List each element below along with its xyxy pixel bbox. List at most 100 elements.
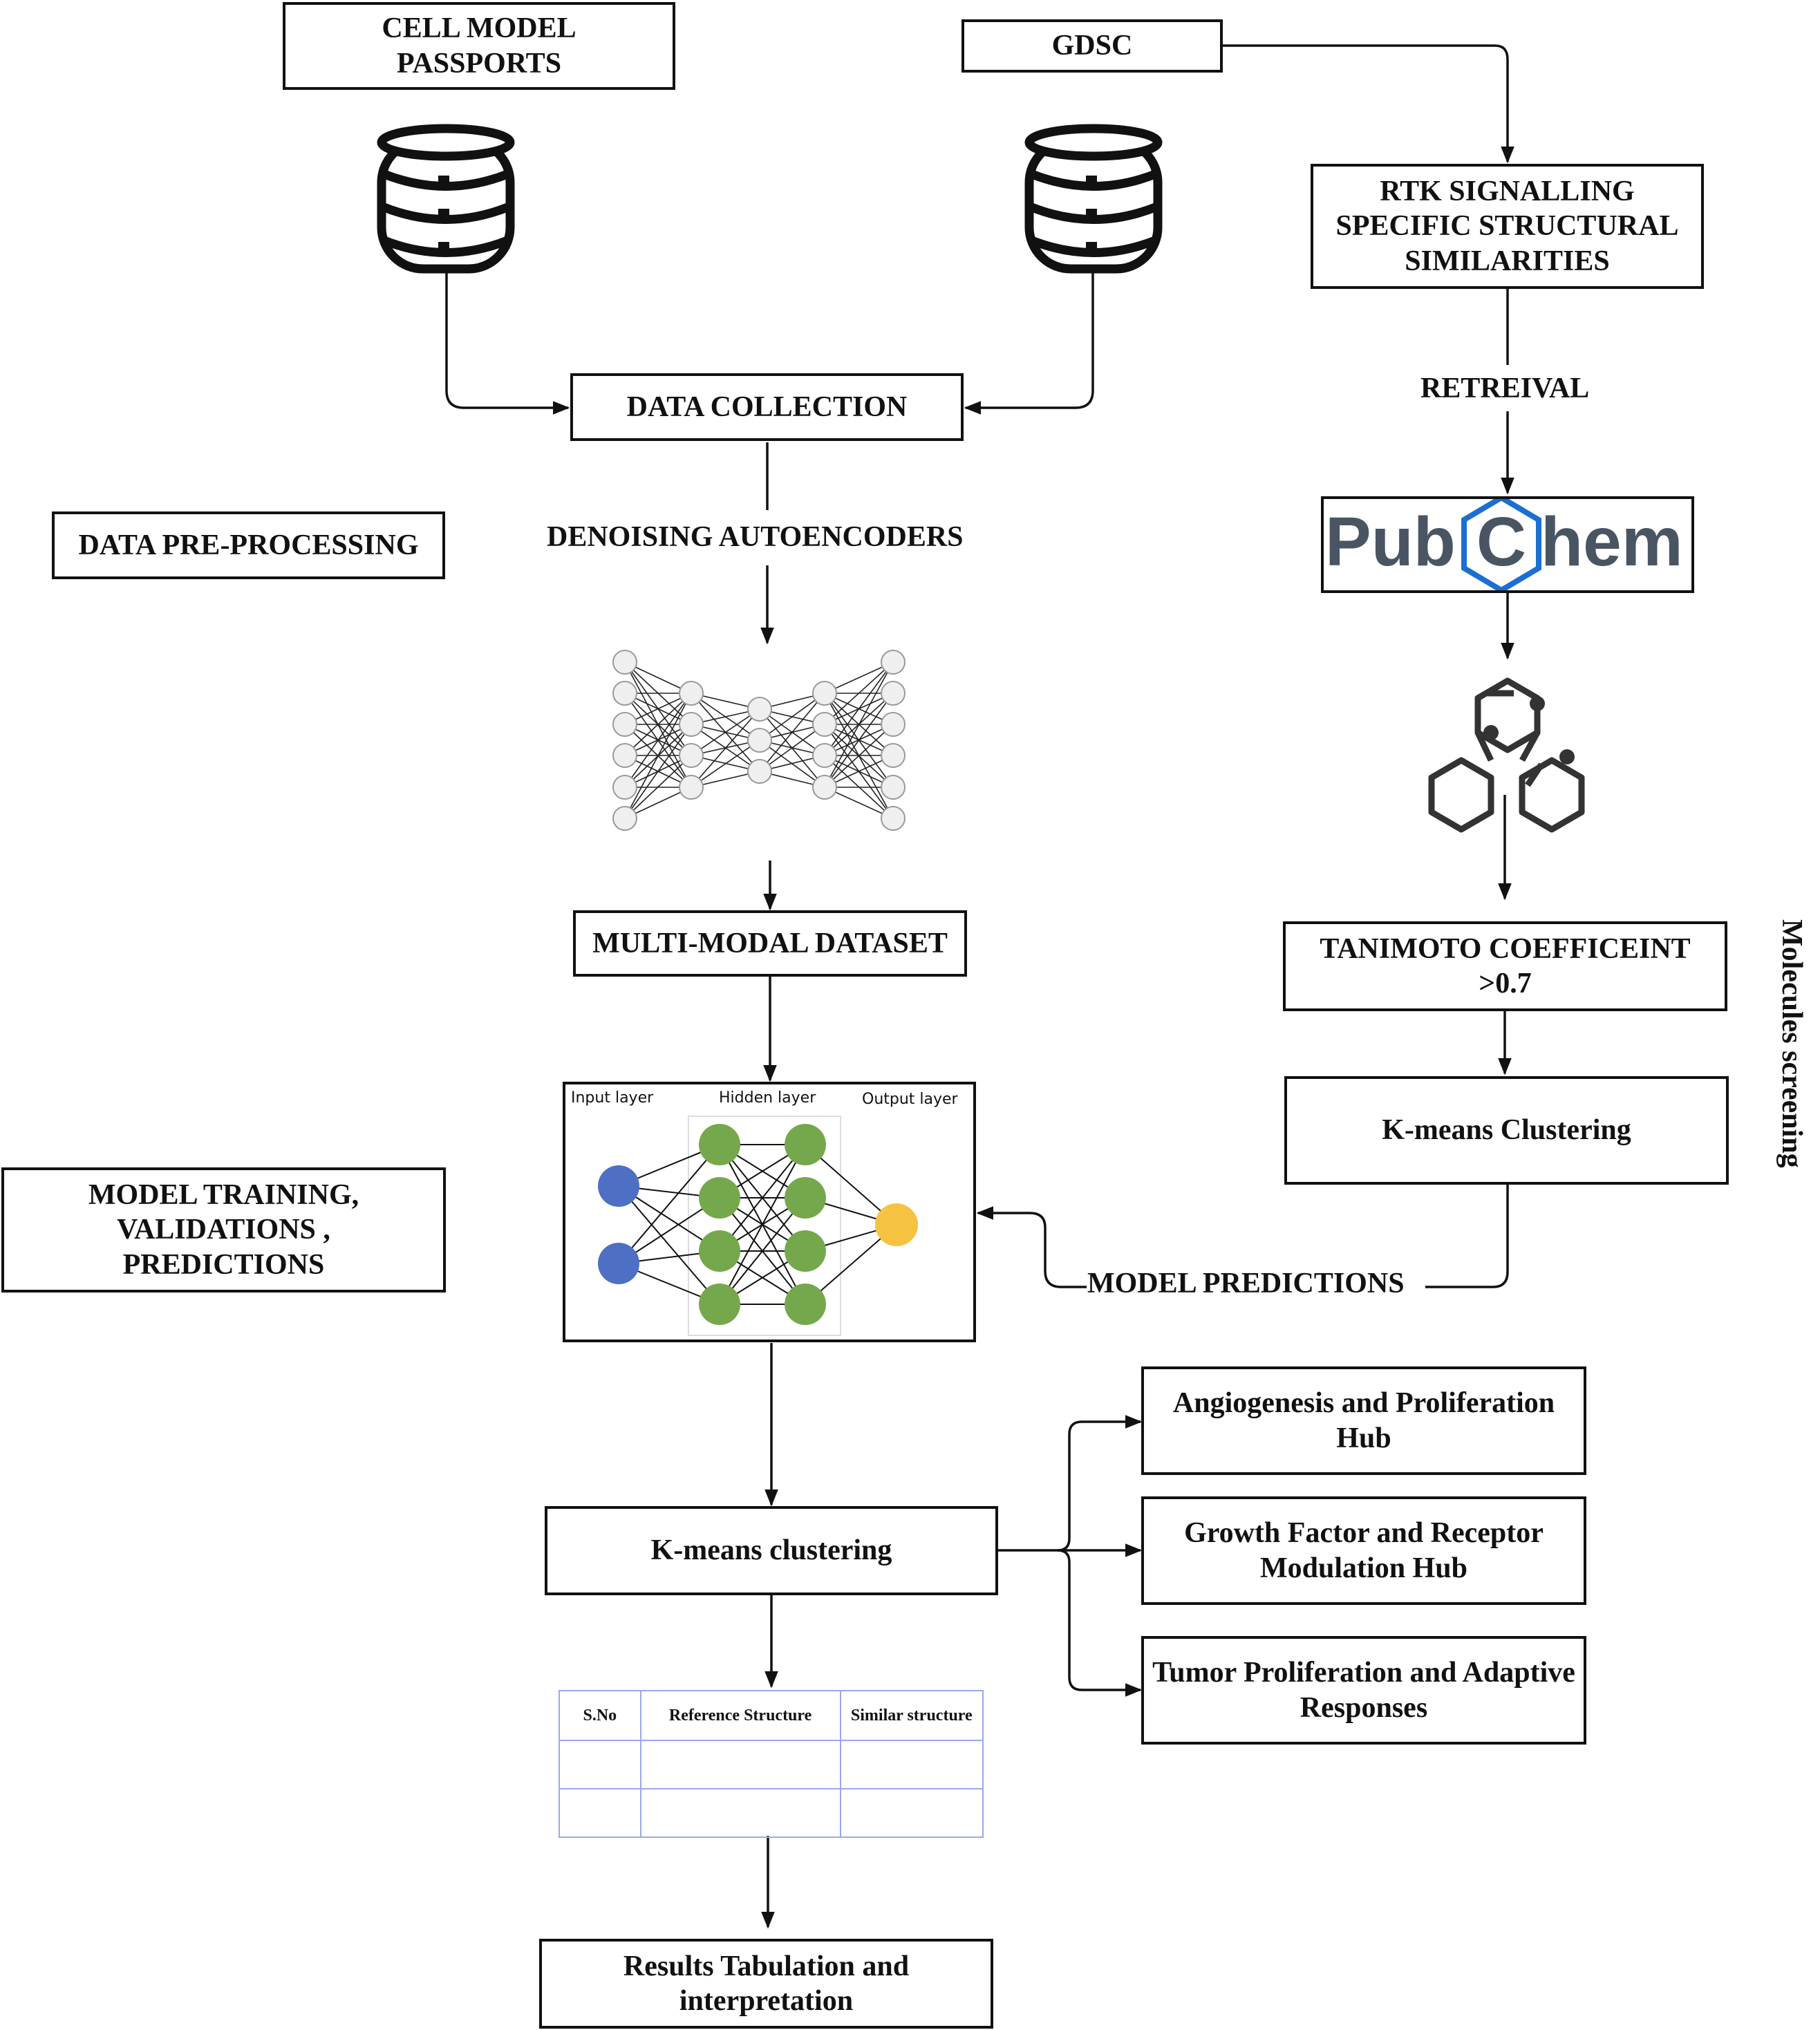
autoencoder-node [612,775,637,800]
connectors [445,44,1514,1929]
table-header-reference: Reference Structure [639,1690,841,1741]
autoencoder-node [612,806,637,831]
autoencoder-edge [691,708,760,756]
nn-hidden-node [785,1124,826,1165]
nn-hidden-node [785,1284,826,1325]
database-icon [1024,124,1163,274]
nn-input-node [598,1165,639,1207]
nn-output-node [875,1203,918,1246]
autoencoder-edge [824,661,894,694]
results-table: S.No Reference Structure Similar structu… [559,1690,984,1838]
autoencoder-node [881,712,906,737]
autoencoder-edge [824,693,894,788]
arrow-kmeans-to-nn [978,1185,1509,1288]
arrow-db2-to-collection [964,273,1094,415]
neural-network-nodes [598,1124,918,1325]
nn-input-node [598,1243,639,1284]
autoencoder-node [612,650,637,675]
autoencoder-node [747,697,772,722]
molecule-icon [1428,677,1585,833]
nn-hidden-node [785,1177,826,1219]
autoencoder-node [612,743,637,768]
pubchem-center-letter: C [1476,503,1526,581]
autoencoder-edge [624,693,692,819]
results-tabulation-box: Results Tabulation and interpretation [539,1939,993,2029]
autoencoder-edge [824,724,894,788]
angiogenesis-hub-box: Angiogenesis and Proliferation Hub [1141,1366,1586,1475]
arrow-hub-tumor [1057,1549,1143,1697]
tumor-proliferation-box: Tumor Proliferation and Adaptive Respons… [1141,1636,1586,1745]
autoencoder-node [612,712,637,737]
table-cell [839,1788,984,1838]
nn-edge [618,1144,720,1264]
autoencoder-edge [824,661,894,788]
table-cell [559,1788,641,1838]
table-header-sno: S.No [559,1690,641,1741]
data-collection-box: DATA COLLECTION [570,373,964,441]
molecules-screening-label: Molecules screening [1776,919,1808,1168]
arrow-gdsc-to-rtk [1223,44,1514,164]
autoencoder-node [881,650,906,675]
nn-hidden-layer-label: Hidden layer [719,1089,816,1107]
arrow-db1-to-collection [445,273,570,415]
cell-model-passports-box: CELL MODEL PASSPORTS [283,2,675,90]
nn-edge [719,1197,806,1305]
pubchem-prefix: Pub [1325,503,1456,581]
autoencoder-node [679,743,704,768]
model-training-box: MODEL TRAINING, VALIDATIONS , PREDICTION… [1,1167,446,1293]
kmeans-clustering-bottom-box: K-means clustering [545,1506,998,1595]
nn-output-layer-label: Output layer [862,1091,958,1108]
pubchem-suffix: hem [1541,503,1683,581]
nn-hidden-node [699,1284,740,1325]
nn-edge [719,1144,806,1305]
data-preprocessing-box: DATA PRE-PROCESSING [52,511,445,579]
pubchem-logo-graphic: Pub C hem [1325,494,1683,594]
table-row [559,1788,984,1838]
denoising-autoencoders-label: DENOISING AUTOENCODERS [547,520,964,554]
hidden-layer-region [688,1116,841,1336]
autoencoder-node [612,681,637,706]
autoencoder-edge [824,755,894,788]
autoencoder-node [679,775,704,800]
autoencoder-node [679,681,704,706]
table-cell [559,1740,641,1789]
nn-hidden-node [699,1124,740,1165]
autoencoder-edge [759,724,825,772]
autoencoder-edge [824,661,894,756]
autoencoder-node [812,743,837,768]
autoencoder-edge [624,755,692,819]
kmeans-clustering-top-box: K-means Clustering [1284,1076,1729,1185]
autoencoder-node [881,806,906,831]
autoencoder-node [812,712,837,737]
autoencoder-edge [624,724,692,819]
autoencoder-node [747,759,772,784]
tanimoto-coefficient-box: TANIMOTO COEFFICEINT >0.7 [1283,921,1727,1011]
nn-hidden-node [699,1177,740,1219]
autoencoder-node [812,775,837,800]
retrieval-label: RETREIVAL [1420,372,1590,405]
model-predictions-label: MODEL PREDICTIONS [1087,1267,1405,1300]
autoencoder-edge [691,740,760,788]
autoencoder-edge [624,693,692,788]
nn-hidden-node [785,1230,826,1272]
database-icon [377,124,515,274]
autoencoder-node [881,775,906,800]
autoencoder-edge [759,693,825,741]
arrow-hub-angiogenesis [1057,1415,1143,1552]
autoencoder-node [679,712,704,737]
autoencoder-edge [824,787,894,819]
multi-modal-dataset-box: MULTI-MODAL DATASET [573,910,967,977]
table-header-row: S.No Reference Structure Similar structu… [559,1690,984,1741]
autoencoder-node [881,743,906,768]
table-header-similar: Similar structure [839,1690,984,1741]
table-cell [639,1740,841,1789]
nn-edge [719,1144,806,1252]
gdsc-box: GDSC [961,19,1223,73]
autoencoder-edge [624,693,692,756]
pubchem-logo: Pub C hem [1321,494,1694,594]
table-cell [839,1740,984,1789]
autoencoder-edge [824,661,894,725]
table-cell [639,1788,841,1838]
rtk-signalling-box: RTK SIGNALLING SPECIFIC STRUCTURAL SIMIL… [1311,164,1704,289]
